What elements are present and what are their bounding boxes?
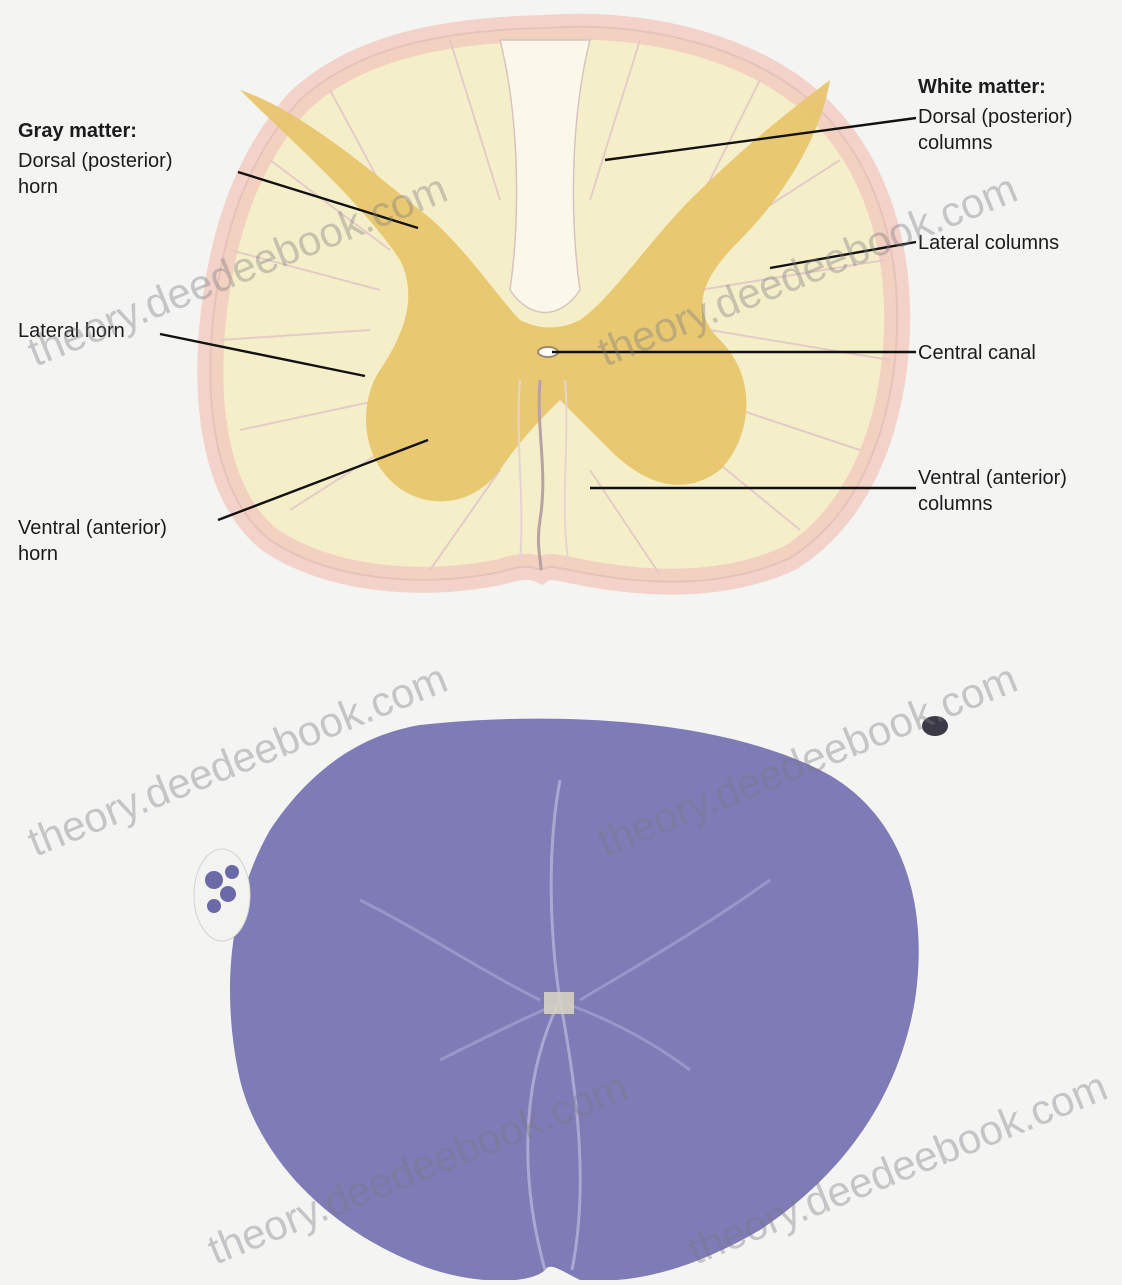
label-gray-matter-heading: Gray matter: [18, 118, 137, 144]
label-ventral-columns-line2: columns [918, 491, 1067, 517]
label-ventral-horn: Ventral (anterior) horn [18, 515, 167, 567]
debris-speck [922, 716, 948, 736]
label-dorsal-columns: Dorsal (posterior) columns [918, 104, 1072, 156]
tissue-section [230, 719, 919, 1280]
histology-section [194, 716, 948, 1280]
nerve-root-cluster [194, 849, 250, 941]
label-ventral-horn-line1: Ventral (anterior) [18, 515, 167, 541]
label-lateral-columns: Lateral columns [918, 230, 1059, 256]
label-lateral-horn: Lateral horn [18, 318, 125, 344]
label-dorsal-horn-line1: Dorsal (posterior) [18, 148, 172, 174]
label-ventral-horn-line2: horn [18, 541, 167, 567]
illustrated-cross-section [160, 27, 916, 582]
label-dorsal-horn: Dorsal (posterior) horn [18, 148, 172, 200]
label-ventral-columns-line1: Ventral (anterior) [918, 465, 1067, 491]
histology-central-canal [544, 992, 574, 1014]
label-dorsal-columns-line2: columns [918, 130, 1072, 156]
label-dorsal-horn-line2: horn [18, 174, 172, 200]
label-ventral-columns: Ventral (anterior) columns [918, 465, 1067, 517]
label-central-canal: Central canal [918, 340, 1036, 366]
label-dorsal-columns-line1: Dorsal (posterior) [918, 104, 1072, 130]
label-white-matter-heading: White matter: [918, 74, 1046, 100]
